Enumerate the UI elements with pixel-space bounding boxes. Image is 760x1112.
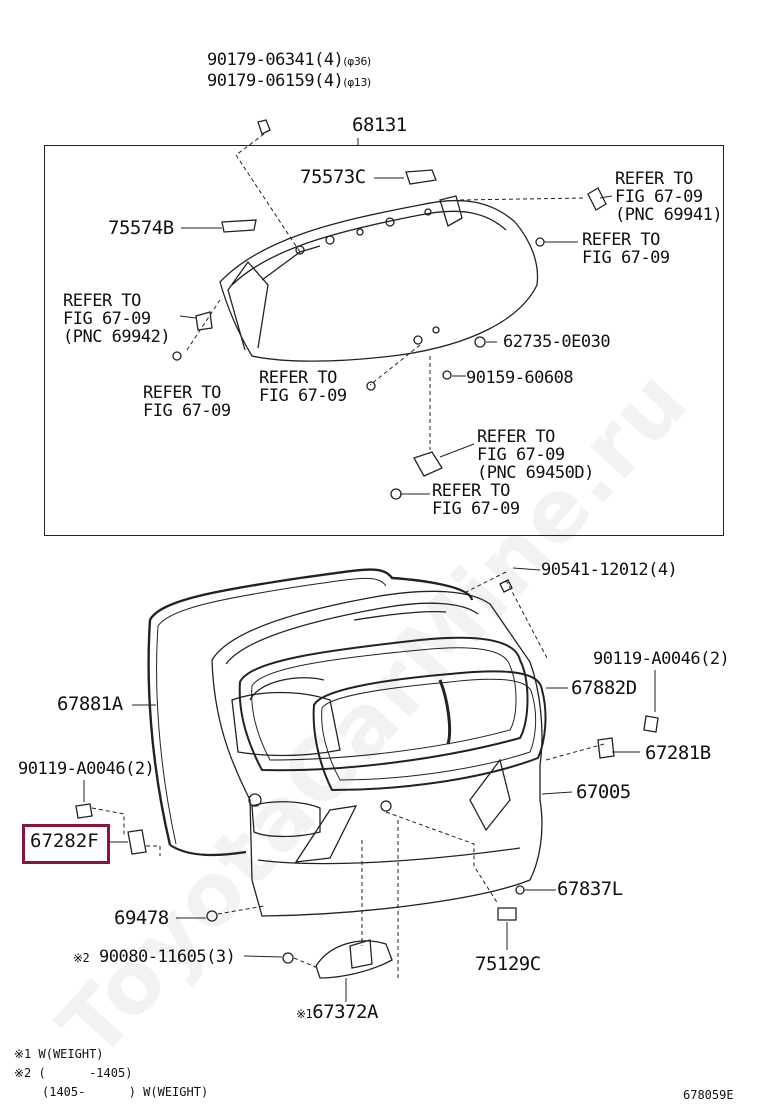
part-90119-a0046-left[interactable]: 90119-A0046(2) bbox=[18, 759, 155, 779]
part-67881a[interactable]: 67881A bbox=[57, 693, 123, 715]
part-67005[interactable]: 67005 bbox=[576, 781, 631, 803]
back-glass-drawing bbox=[172, 119, 607, 500]
part-67882d[interactable]: 67882D bbox=[571, 677, 637, 699]
part-90080-11605[interactable]: ※2 90080-11605(3) bbox=[73, 947, 236, 967]
back-glass-group-box bbox=[44, 145, 724, 536]
part-67281b[interactable]: 67281B bbox=[645, 742, 711, 764]
refer-to-pnc-69941[interactable]: REFER TO FIG 67-09 (PNC 69941) bbox=[615, 169, 723, 225]
diagram-code: 678059E bbox=[683, 1088, 734, 1102]
bolt-90179-06159-label: 90179-06159(4)(φ13) bbox=[207, 71, 371, 91]
group-title-68131: 68131 bbox=[352, 114, 407, 136]
part-67372a[interactable]: ※167372A bbox=[296, 1001, 378, 1023]
back-door-drawing bbox=[75, 568, 659, 979]
part-69478[interactable]: 69478 bbox=[114, 907, 169, 929]
refer-to-fig-bottom[interactable]: REFER TO FIG 67-09 bbox=[432, 481, 520, 519]
refer-to-fig-left[interactable]: REFER TO FIG 67-09 bbox=[143, 383, 231, 421]
footnote-1: ※1 W(WEIGHT) bbox=[14, 1047, 104, 1061]
part-90541-12012[interactable]: 90541-12012(4) bbox=[541, 560, 678, 580]
part-90159-60608[interactable]: 90159-60608 bbox=[466, 368, 574, 388]
footnote-mark-2: ※2 bbox=[73, 951, 90, 965]
footnote-2-continued: (1405- ) W(WEIGHT) bbox=[42, 1085, 209, 1099]
part-75129c[interactable]: 75129C bbox=[475, 953, 541, 975]
part-67282f[interactable]: 67282F bbox=[30, 830, 99, 852]
refer-to-fig-right[interactable]: REFER TO FIG 67-09 bbox=[582, 230, 670, 268]
footnote-mark-1: ※1 bbox=[296, 1007, 313, 1021]
part-90119-a0046-right[interactable]: 90119-A0046(2) bbox=[593, 649, 730, 669]
refer-to-pnc-69942[interactable]: REFER TO FIG 67-09 (PNC 69942) bbox=[63, 291, 171, 347]
part-62735-0e030[interactable]: 62735-0E030 bbox=[503, 332, 611, 352]
part-67837l[interactable]: 67837L bbox=[557, 878, 623, 900]
top-leader-lines bbox=[179, 133, 613, 495]
refer-to-pnc-69450d[interactable]: REFER TO FIG 67-09 (PNC 69450D) bbox=[477, 427, 594, 483]
bottom-leader-lines bbox=[83, 567, 656, 1002]
part-75574b[interactable]: 75574B bbox=[108, 217, 174, 239]
bolt-90179-06341-label: 90179-06341(4)(φ36) bbox=[207, 50, 371, 70]
highlight-box-67282f bbox=[22, 824, 110, 864]
footnote-2: ※2 ( -1405) bbox=[14, 1066, 133, 1080]
refer-to-fig-center[interactable]: REFER TO FIG 67-09 bbox=[259, 368, 347, 406]
part-75573c[interactable]: 75573C bbox=[300, 166, 366, 188]
